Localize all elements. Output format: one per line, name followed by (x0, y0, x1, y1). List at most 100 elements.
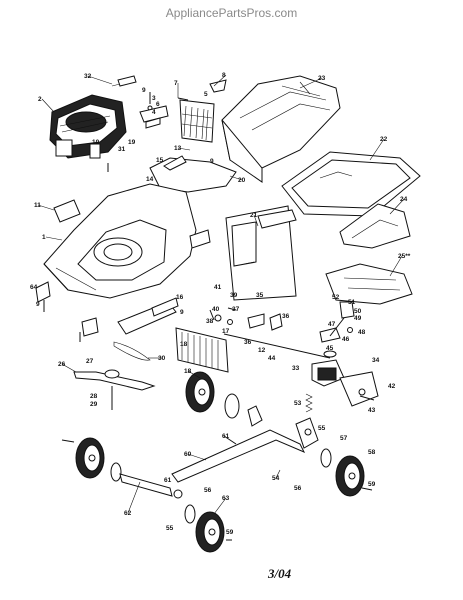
callout-label-c43: 43 (368, 407, 376, 414)
callout-label-c12: 12 (258, 347, 266, 354)
grass-bag-part[interactable] (225, 205, 297, 301)
callout-label-c53: 53 (294, 400, 302, 407)
callout-leader-line (187, 370, 201, 379)
callout-leader-line (253, 214, 259, 227)
callout-label-c7: 7 (174, 80, 178, 87)
callout-label-c20: 20 (238, 177, 246, 184)
drive-transmission-part[interactable] (311, 327, 345, 387)
callout-label-c5: 5 (204, 91, 208, 98)
callout-label-c13: 13 (174, 145, 182, 152)
callout-leader-line (187, 453, 207, 461)
front-right-wheel-part[interactable] (335, 455, 365, 497)
rear-right-wheel-part[interactable] (184, 504, 225, 553)
callout-label-c9c: 9 (36, 301, 40, 308)
callout-label-c41: 41 (214, 284, 222, 291)
callout-leader-line (213, 497, 227, 515)
callout-label-c16: 16 (176, 294, 184, 301)
callout-label-c23: 23 (318, 75, 326, 82)
callout-leader-line (299, 77, 323, 89)
wheel-bolt-parts[interactable] (61, 395, 375, 541)
shift-lever-part[interactable] (329, 301, 355, 337)
callout-label-c64: 64 (30, 284, 38, 291)
callout-label-c45: 45 (326, 345, 334, 352)
mulch-adapter-part[interactable] (325, 263, 413, 305)
callout-label-c62: 62 (124, 510, 132, 517)
callout-label-c34: 34 (372, 357, 380, 364)
callout-label-c52: 52 (332, 294, 340, 301)
callout-label-c32: 32 (84, 73, 92, 80)
callout-leader-line (61, 363, 77, 373)
callout-label-c15: 15 (156, 157, 164, 164)
callout-label-c63: 63 (222, 495, 230, 502)
callout-label-c25: 25** (398, 253, 411, 260)
mower-blade-part[interactable] (73, 369, 156, 410)
grass-bag-top-part[interactable] (221, 75, 341, 183)
callout-label-c57: 57 (340, 435, 348, 442)
callout-label-c29: 29 (90, 401, 98, 408)
callout-label-c40: 40 (212, 306, 220, 313)
callout-label-c47: 47 (328, 321, 336, 328)
diagram-date: 3/04 (268, 566, 292, 581)
callout-label-c3: 3 (152, 95, 156, 102)
callout-label-c56a: 56 (294, 485, 302, 492)
callout-leader-line (229, 175, 243, 181)
callout-label-c51: 51 (348, 299, 356, 306)
callout-label-c22: 22 (380, 136, 388, 143)
callout-label-c19: 19 (128, 139, 136, 146)
front-left-wheel-part[interactable] (75, 437, 122, 482)
callout-label-c49: 49 (354, 315, 362, 322)
callout-label-c14: 14 (146, 176, 154, 183)
callout-label-c36b: 36 (244, 339, 252, 346)
deck-baffle-part[interactable] (117, 297, 179, 335)
front-axle-part[interactable] (171, 429, 306, 483)
callout-label-c33: 33 (292, 365, 300, 372)
callout-label-c54: 54 (272, 475, 280, 482)
callout-label-c30: 30 (158, 355, 166, 362)
callout-leader-line (37, 204, 55, 211)
callout-label-c44: 44 (268, 355, 276, 362)
mower-deck-part[interactable] (43, 183, 211, 299)
callout-label-c10: 10 (92, 139, 100, 146)
callout-label-c24: 24 (400, 196, 408, 203)
height-adjuster-plate-part[interactable] (339, 371, 379, 407)
callout-leader-line (41, 98, 55, 113)
callout-label-c58: 58 (368, 449, 376, 456)
engine-part[interactable] (49, 94, 127, 159)
rear-grille-part[interactable] (179, 99, 215, 143)
callout-leader-line (45, 236, 63, 241)
callout-label-c39: 39 (230, 292, 238, 299)
hinge-bracket-part[interactable] (139, 105, 169, 129)
deflector-plate-part[interactable] (209, 79, 227, 93)
site-watermark: AppliancePartsPros.com (165, 6, 298, 20)
callout-leader-line (87, 75, 113, 85)
callout-label-c36a: 36 (282, 313, 290, 320)
rear-axle-part[interactable] (209, 307, 331, 359)
callout-label-c18: 18 (180, 341, 188, 348)
rear-gear-part[interactable] (224, 393, 263, 427)
callout-label-c38: 38 (206, 318, 214, 325)
callout-label-c61a: 61 (222, 433, 230, 440)
height-link-part[interactable] (119, 473, 183, 499)
callout-label-c17: 17 (222, 328, 230, 335)
drive-belt-part[interactable] (113, 341, 151, 361)
side-discharge-chute-part[interactable] (339, 203, 411, 249)
spring-part[interactable] (305, 393, 313, 413)
rear-cover-part[interactable] (175, 327, 229, 373)
callout-label-c9b: 9 (210, 158, 214, 165)
callout-label-c26: 26 (58, 361, 66, 368)
rear-skirt-part[interactable] (149, 155, 237, 193)
front-height-bracket-part[interactable] (295, 417, 332, 468)
bag-frame-part[interactable] (281, 151, 421, 217)
rear-left-wheel-part[interactable] (185, 371, 215, 413)
left-height-bracket-part[interactable] (35, 281, 99, 342)
callout-label-c11: 11 (34, 202, 41, 209)
callout-label-c59a: 59 (368, 481, 376, 488)
callout-leader-line (213, 74, 227, 87)
engine-top-handle-part[interactable] (111, 75, 137, 87)
callout-label-c42: 42 (388, 383, 396, 390)
callout-label-c60: 60 (184, 451, 192, 458)
callout-label-c6: 6 (156, 101, 160, 108)
rear-flap-part[interactable] (53, 199, 81, 223)
